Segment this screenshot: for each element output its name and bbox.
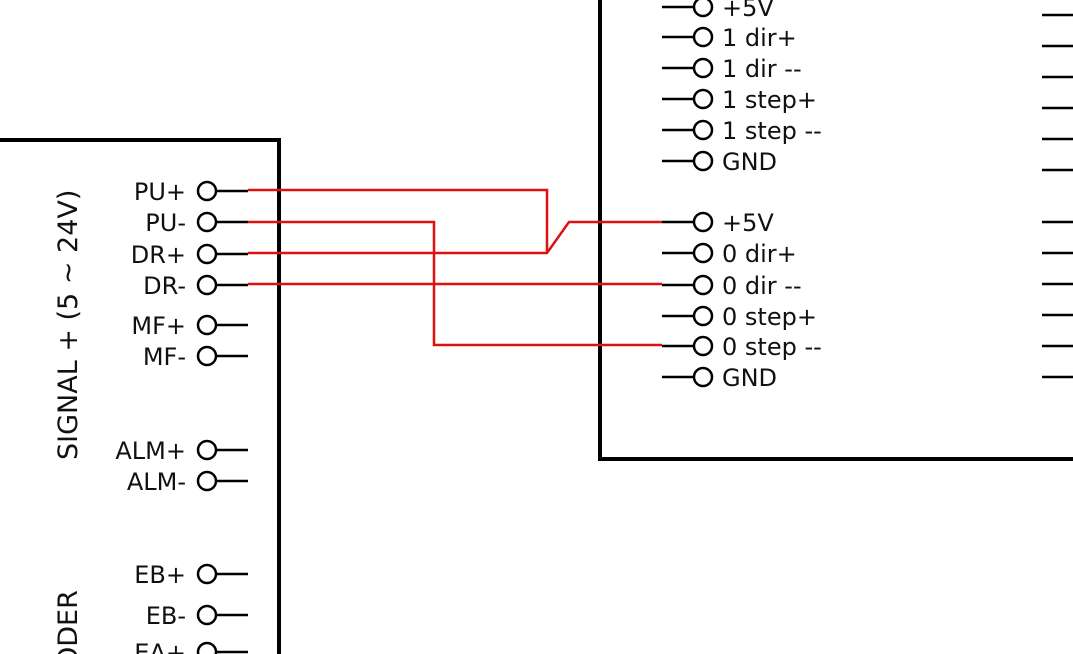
pin-label: 1 step --: [722, 117, 822, 145]
terminal-icon: [196, 641, 218, 654]
pin-label: MF-: [143, 343, 186, 371]
pin-label: EB+: [134, 561, 186, 589]
driver-pin-pu-plus: PU+: [134, 178, 248, 206]
pin-label: ALM+: [115, 437, 186, 465]
pin-label: 1 dir --: [722, 55, 802, 83]
controller-box-outline: [598, 0, 1073, 461]
controller-right-pin-stubs: [1042, 13, 1073, 379]
terminal-icon: [196, 345, 218, 367]
terminal-icon: [196, 563, 218, 585]
driver-pin-eb-plus: EB+: [134, 561, 248, 589]
driver-pin-mf-minus: MF-: [143, 343, 248, 371]
driver-pin-dr-plus: DR+: [131, 241, 248, 269]
terminal-icon: [692, 26, 714, 48]
controller-box: [598, 0, 1073, 461]
terminal-icon: [692, 57, 714, 79]
pin-label: 1 dir+: [722, 24, 797, 52]
wire-dr-plus-to-5v: [248, 220, 662, 255]
controller-pin-ch0-step-minus: 0 step --: [662, 333, 822, 361]
pin-label: DR+: [131, 241, 186, 269]
terminal-icon: [196, 211, 218, 233]
wires: [248, 188, 662, 347]
pin-label: PU-: [145, 209, 186, 237]
terminal-icon: [692, 335, 714, 357]
terminal-icon: [196, 314, 218, 336]
controller-pin-ch0-dir-plus: 0 dir+: [662, 240, 797, 268]
pin-label: 0 step+: [722, 303, 817, 331]
controller-pin-ch1-5v: +5V: [662, 0, 774, 22]
terminal-icon: [692, 150, 714, 172]
terminal-icon: [692, 366, 714, 388]
terminal-icon: [196, 439, 218, 461]
driver-pin-ea-plus: EA+: [134, 639, 248, 654]
wire-pu-plus-to-5v: [248, 188, 549, 253]
pin-label: MF+: [131, 312, 186, 340]
encoder-group-label: ODER: [53, 590, 84, 654]
controller-pin-ch0-step-plus: 0 step+: [662, 303, 817, 331]
pin-label: 1 step+: [722, 86, 817, 114]
terminal-icon: [692, 274, 714, 296]
controller-pin-ch1-dir-minus: 1 dir --: [662, 55, 802, 83]
pin-label: GND: [722, 148, 777, 176]
pin-label: 0 dir+: [722, 240, 797, 268]
controller-pin-ch1-gnd: GND: [662, 148, 777, 176]
driver-pin-eb-minus: EB-: [146, 602, 248, 630]
driver-pin-pu-minus: PU-: [145, 209, 248, 237]
terminal-icon: [196, 604, 218, 626]
terminal-icon: [692, 119, 714, 141]
pin-label: 0 dir --: [722, 272, 802, 300]
driver-box: SIGNAL + (5 ~ 24V) ODER: [0, 138, 281, 654]
signal-group-label: SIGNAL + (5 ~ 24V): [53, 190, 84, 460]
pin-label: ALM-: [127, 468, 186, 496]
terminal-icon: [692, 211, 714, 233]
controller-pin-ch1-dir-plus: 1 dir+: [662, 24, 797, 52]
driver-pin-dr-minus: DR-: [143, 272, 248, 300]
controller-pin-ch0-5v: +5V: [662, 209, 774, 237]
pin-label: EB-: [146, 602, 186, 630]
terminal-icon: [196, 180, 218, 202]
terminal-icon: [196, 470, 218, 492]
terminal-icon: [196, 243, 218, 265]
pin-label: GND: [722, 364, 777, 392]
driver-pin-alm-plus: ALM+: [115, 437, 248, 465]
pin-label: 0 step --: [722, 333, 822, 361]
terminal-icon: [692, 88, 714, 110]
pin-label: +5V: [722, 0, 774, 22]
pin-label: EA+: [134, 639, 186, 654]
pin-label: +5V: [722, 209, 774, 237]
driver-pin-alm-minus: ALM-: [127, 468, 248, 496]
controller-pin-ch0-gnd: GND: [662, 364, 777, 392]
terminal-icon: [692, 242, 714, 264]
terminal-icon: [196, 274, 218, 296]
controller-pin-ch1-step-plus: 1 step+: [662, 86, 817, 114]
controller-pin-ch1-step-minus: 1 step --: [662, 117, 822, 145]
controller-pin-ch0-dir-minus: 0 dir --: [662, 272, 802, 300]
driver-box-outline: [0, 138, 281, 654]
driver-pin-mf-plus: MF+: [131, 312, 248, 340]
terminal-icon: [692, 305, 714, 327]
pin-label: DR-: [143, 272, 186, 300]
terminal-icon: [692, 0, 714, 18]
pin-label: PU+: [134, 178, 186, 206]
